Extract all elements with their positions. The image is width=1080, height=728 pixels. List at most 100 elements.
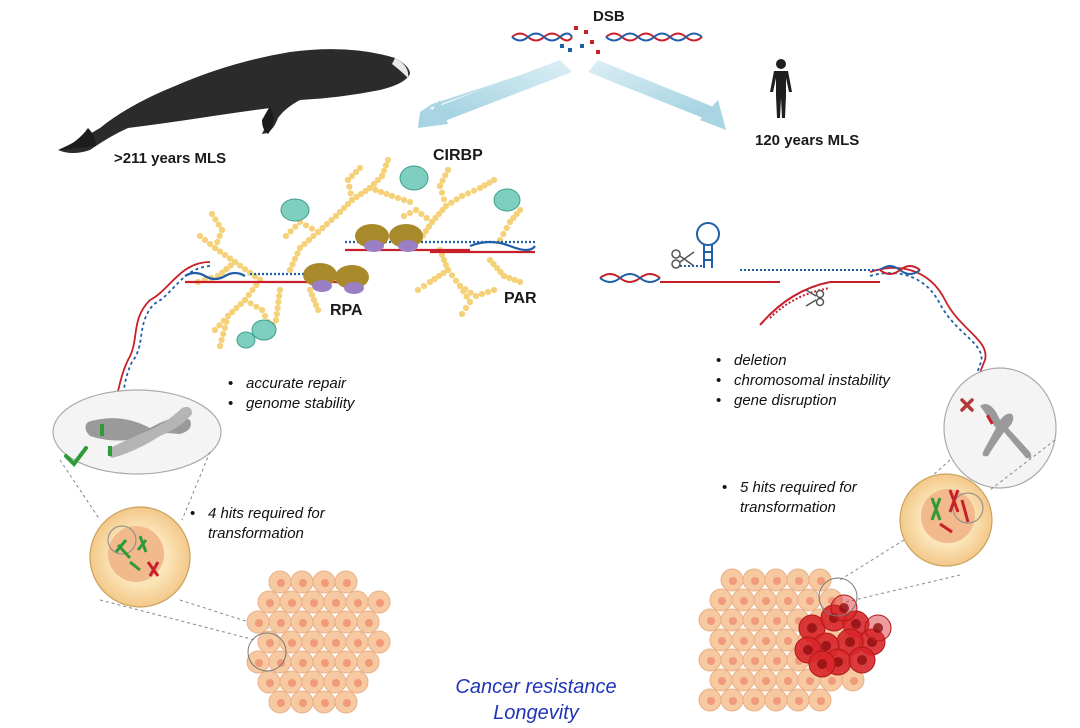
cell-nucleus [817,697,825,705]
par-bead [432,214,439,222]
par-bead [306,286,314,294]
par-bead [220,330,227,338]
par-bead [294,250,301,257]
cell-nucleus [255,619,263,627]
right-hits-line-1: 5 hits required for [740,479,857,496]
cell-nucleus [321,619,329,627]
par-bead [224,312,232,320]
cell-nucleus [277,579,285,587]
par-bead [420,282,428,290]
cell-nucleus [707,617,715,625]
cell-nucleus [751,577,759,585]
par-bead [236,262,244,269]
par-polymer-chains [194,156,524,350]
par-bead [206,240,214,248]
whale-mls-label: >211 years MLS [114,150,227,167]
par-bead [344,200,352,208]
right-outcome-item: chromosomal instability [716,371,890,391]
par-bead [227,262,234,269]
par-bead [422,227,430,235]
cell-nucleus [718,677,726,685]
left-outcomes-list: accurate repair genome stability [228,374,354,414]
par-bead [314,306,322,314]
cancer-nucleus [821,641,831,651]
cell-nucleus [773,577,781,585]
par-bead [516,278,524,286]
par-bead [476,184,484,192]
par-bead [374,176,382,184]
par-bead [516,206,524,214]
cell-nucleus [751,697,759,705]
par-bead [296,244,304,252]
cell-nucleus [299,579,307,587]
cell-nucleus [321,699,329,707]
par-bead [506,274,513,282]
cancer-cells [794,594,892,678]
cell-nucleus [729,657,737,665]
cell-nucleus [332,639,340,647]
cell-nucleus [784,677,792,685]
par-bead [219,269,226,276]
cell-nucleus [740,637,748,645]
cancer-nucleus [851,619,861,629]
par-bead [215,221,222,228]
par-bead [493,264,501,272]
par-bead [247,300,254,307]
cell-nucleus [321,579,329,587]
split-arrows [418,60,726,130]
cancer-nucleus [833,657,843,667]
cell-nucleus [277,619,285,627]
par-bead [425,223,433,230]
cell-nucleus [751,617,759,625]
par-bead [229,308,236,316]
par-bead [216,232,223,240]
par-bead [301,240,308,248]
cell-nucleus [762,637,770,645]
cell-nucleus [299,619,307,627]
par-bead [406,209,414,217]
whale-silhouette [58,49,410,153]
left-hits-line-1: 4 hits required for [208,505,325,522]
chromosome-icon [980,404,1032,459]
par-bead [458,192,466,200]
par-bead [394,194,402,202]
par-bead [289,261,296,268]
par-bead [460,288,467,295]
par-bead [344,176,352,184]
par-bead [218,226,226,234]
par-bead [287,228,294,235]
right-hits-line-2: transformation [740,499,836,516]
cell-nucleus [266,679,274,687]
par-bead [314,228,322,236]
cell-nucleus [806,677,814,685]
left-outcome-item: genome stability [228,394,354,414]
par-bead [478,290,486,298]
par-bead [356,164,364,172]
par-bead [308,225,316,232]
par-bead [490,176,498,184]
par-bead [282,232,290,240]
cell-nucleus [343,659,351,667]
cell-nucleus [784,597,792,605]
par-bead [221,251,229,259]
par-bead [490,286,498,294]
par-bead [440,256,448,264]
cell-nucleus [343,699,351,707]
par-bead [319,224,326,232]
par-bead [226,255,234,262]
par-bead [490,260,497,268]
par-bead [388,192,396,200]
cell-nucleus [773,617,781,625]
par-bead [201,236,209,244]
par-bead [412,206,420,214]
par-bead [438,251,446,259]
par-bead [426,278,434,286]
left-hits-line-2: transformation [208,525,304,542]
par-bead [438,189,446,196]
par-bead [440,269,447,277]
par-bead [466,298,474,306]
par-bead [380,167,388,174]
cross-icon [960,398,974,412]
